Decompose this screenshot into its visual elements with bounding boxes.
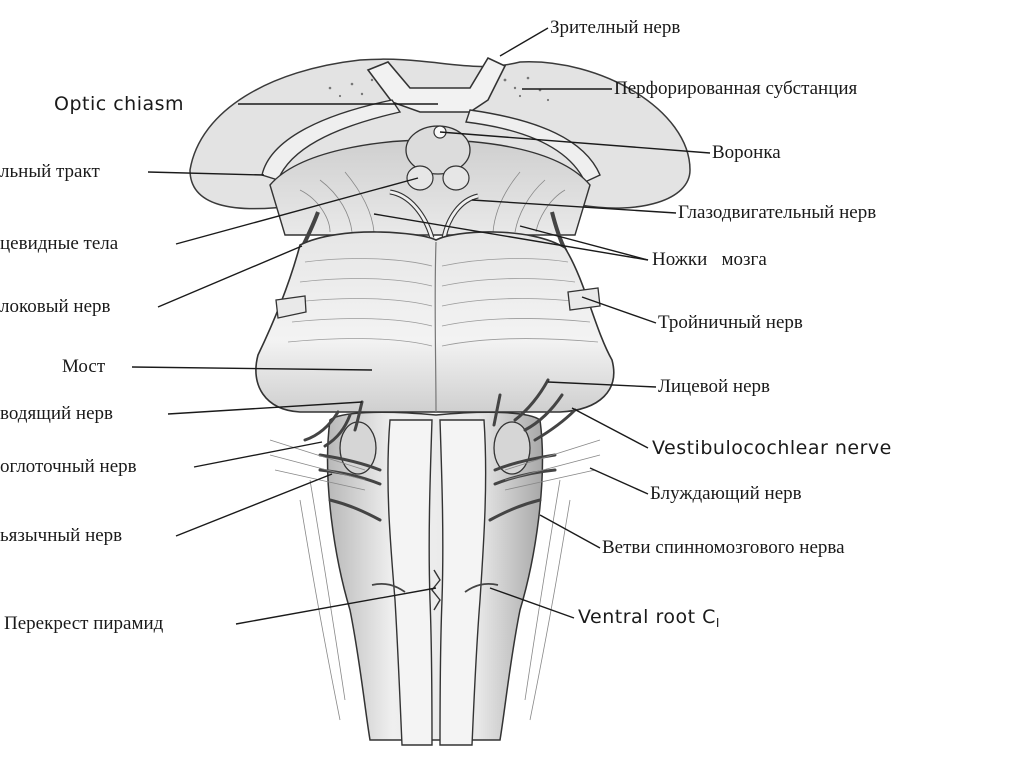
trigeminal-nerve-right-shape [567, 287, 601, 311]
leader-mammillary [175, 177, 419, 245]
leader-spinal-branches [539, 514, 601, 549]
leader-trochlear [157, 245, 303, 308]
leader-hypoglossal [175, 473, 333, 537]
mammillary-body-left [406, 165, 434, 191]
leader-pons [131, 366, 373, 371]
trigeminal-nerve-shape [275, 295, 307, 319]
oculomotor-inner-r [442, 194, 479, 239]
leader-peduncles-a [373, 213, 649, 261]
optic-chiasm-shape [366, 56, 507, 113]
label-optic-nerve: Зрителный нерв [550, 17, 681, 38]
leader-facial [547, 381, 657, 388]
decussation-mark [431, 569, 441, 611]
leader-optic-nerve [499, 27, 549, 57]
pons-striations [287, 258, 599, 347]
label-ventral-root-text: Ventral root C [578, 606, 716, 628]
leader-ventral-root [489, 587, 575, 619]
leader-optic-tract [147, 171, 265, 176]
label-spinal-nerve-branches: Ветви спинномозгового нерва [602, 537, 845, 558]
label-ventral-root: Ventral root CI [578, 606, 720, 634]
label-mammillary-bodies: цевидные тела [0, 233, 119, 254]
leader-pyramidal-decussation [235, 587, 437, 625]
label-trochlear-nerve: локовый нерв [0, 296, 111, 317]
leader-peduncles-b [519, 225, 649, 261]
label-vagus-nerve: Блуждающий нерв [650, 483, 802, 504]
basilar-sulcus [434, 241, 437, 413]
leader-vestibulocochlear [571, 407, 649, 449]
label-trigeminal-nerve: Тройничный нерв [658, 312, 803, 333]
label-optic-chiasm: Optic chiasm [54, 93, 185, 115]
leader-trigeminal [581, 296, 657, 324]
label-infundibulum: Воронка [712, 142, 781, 163]
leader-glossopharyngeal [193, 441, 323, 468]
label-pons: Мост [62, 356, 106, 377]
label-ventral-root-subscript: I [715, 616, 720, 630]
label-vestibulocochlear-nerve: Vestibulocochlear nerve [652, 437, 892, 459]
pyramid-right [439, 419, 487, 746]
peduncle-striations [299, 171, 566, 233]
label-pyramidal-decussation: Перекрест пирамид [4, 613, 164, 634]
label-leader-lines [131, 27, 711, 625]
label-glossopharyngeal-nerve: оглоточный нерв [0, 456, 137, 477]
label-oculomotor-nerve: Глазодвигательный нерв [678, 202, 877, 223]
pyramid-left [387, 419, 433, 746]
mammillary-body-right [442, 165, 470, 191]
label-cerebral-peduncles: Ножки мозга [652, 249, 767, 270]
leader-abducens [167, 401, 363, 415]
label-facial-nerve: Лицевой нерв [658, 376, 770, 397]
leader-infundibulum [439, 131, 711, 154]
label-hypoglossal-nerve: ьязычный нерв [0, 525, 123, 546]
oculomotor-inner [389, 190, 434, 239]
label-abducens-nerve: водящий нерв [0, 403, 113, 424]
nerve-fiber-fans [269, 439, 601, 721]
label-perforated-substance: Перфорированная субстанция [614, 78, 858, 99]
label-optic-tract: льный тракт [0, 161, 100, 182]
ventral-root-rootlets [371, 582, 499, 593]
leader-oculomotor [471, 199, 677, 214]
leader-vagus [589, 467, 649, 495]
